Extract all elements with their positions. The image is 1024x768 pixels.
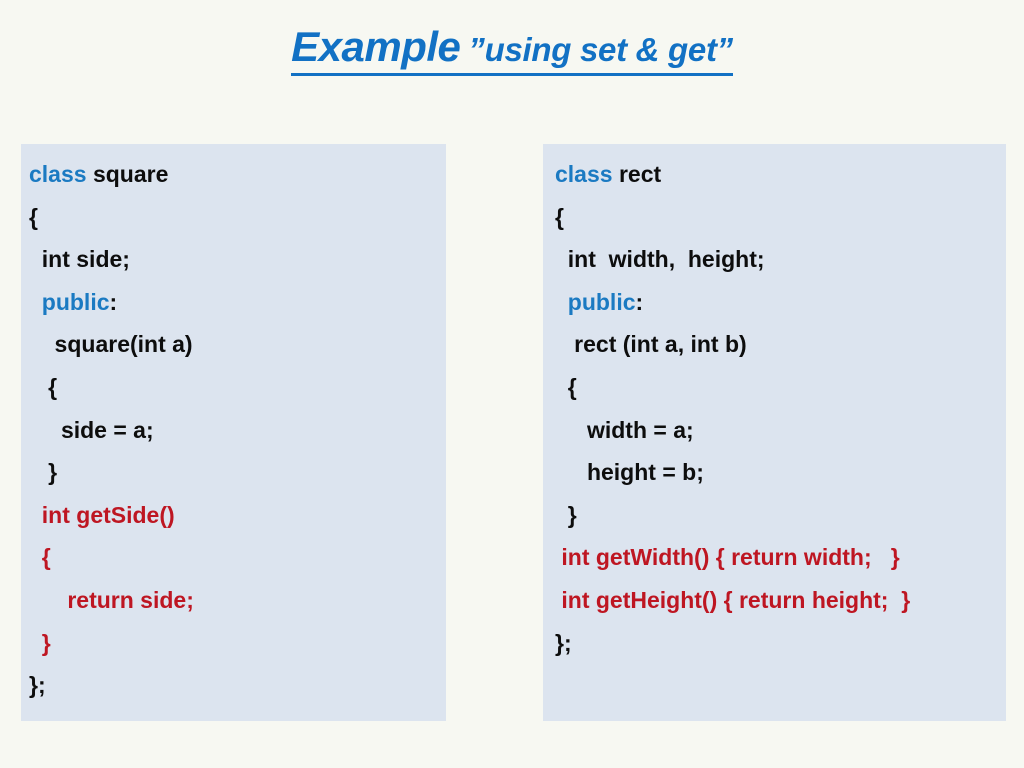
code-line: height = b; xyxy=(543,451,1006,494)
square-class-panel: class square { int side; public: square(i… xyxy=(21,144,446,721)
code-token: }; xyxy=(555,629,572,656)
code-token xyxy=(555,289,568,315)
code-line: width = a; xyxy=(543,409,1006,452)
code-line: { xyxy=(543,366,1006,409)
code-line: public: xyxy=(21,281,446,324)
code-line: { xyxy=(543,196,1006,239)
page-title-main: Example xyxy=(291,23,461,70)
code-line: rect (int a, int b) xyxy=(543,323,1006,366)
code-line: } xyxy=(543,494,1006,537)
code-token: class xyxy=(555,161,613,187)
code-line: int getHeight() { return height; } xyxy=(543,579,1006,622)
code-token: return side; xyxy=(29,586,194,613)
code-token: side = a; xyxy=(29,416,154,443)
code-token: }; xyxy=(29,672,46,699)
code-line: int getWidth() { return width; } xyxy=(543,536,1006,579)
code-token: { xyxy=(555,203,564,230)
code-token: int side; xyxy=(29,246,130,273)
code-token: { xyxy=(29,203,38,230)
code-line: class rect xyxy=(543,153,1006,196)
code-token: : xyxy=(635,288,644,315)
code-line: } xyxy=(21,622,446,665)
code-token: square(int a) xyxy=(29,331,193,358)
code-line: side = a; xyxy=(21,409,446,452)
code-token: } xyxy=(29,629,51,656)
code-token: rect (int a, int b) xyxy=(555,331,747,358)
code-token: square xyxy=(86,161,169,187)
code-line: int width, height; xyxy=(543,238,1006,281)
code-line: class square xyxy=(21,153,446,196)
code-line: int getSide() xyxy=(21,494,446,537)
code-line: { xyxy=(21,536,446,579)
code-token: { xyxy=(555,373,577,400)
rect-code-lines: class rect { int width, height; public: r… xyxy=(543,153,1006,664)
code-token: height = b; xyxy=(555,459,704,486)
code-token: rect xyxy=(612,161,662,187)
page-title: Example”using set & get” xyxy=(0,26,1024,76)
page-title-subtitle: ”using set & get” xyxy=(468,31,733,68)
code-token: { xyxy=(29,373,58,400)
code-token: class xyxy=(29,161,87,187)
code-token xyxy=(29,289,42,315)
code-line: public: xyxy=(543,281,1006,324)
code-token: } xyxy=(555,501,577,528)
code-token: : xyxy=(109,288,118,315)
code-token: int getSide() xyxy=(29,501,175,528)
code-line: return side; xyxy=(21,579,446,622)
code-token: int width, height; xyxy=(555,246,765,273)
code-token: int getHeight() { return height; } xyxy=(555,586,911,613)
code-token: width = a; xyxy=(555,416,694,443)
page-title-underlined-text: Example”using set & get” xyxy=(291,26,733,76)
code-line: int side; xyxy=(21,238,446,281)
code-token: public xyxy=(567,288,636,315)
code-line: square(int a) xyxy=(21,323,446,366)
rect-class-panel: class rect { int width, height; public: r… xyxy=(543,144,1006,721)
code-line: }; xyxy=(21,664,446,707)
code-line: }; xyxy=(543,622,1006,665)
code-token: public xyxy=(41,288,110,315)
square-code-lines: class square { int side; public: square(i… xyxy=(21,153,446,707)
code-line: { xyxy=(21,196,446,239)
code-token: } xyxy=(29,459,58,486)
code-token: { xyxy=(29,544,51,571)
code-line: } xyxy=(21,451,446,494)
code-token: int getWidth() { return width; } xyxy=(555,544,900,571)
code-line: { xyxy=(21,366,446,409)
